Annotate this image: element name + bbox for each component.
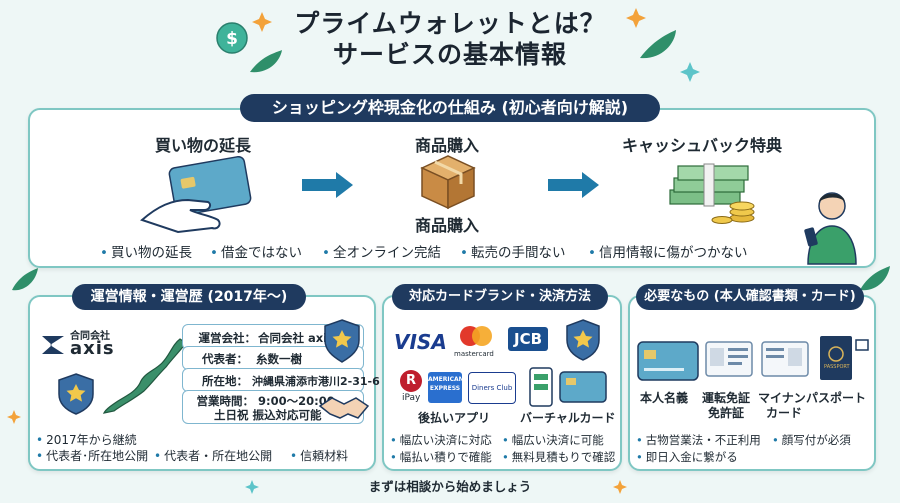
shield-star-icon [58,373,94,415]
page-title: プライムウォレットとは？ サービスの基本情報 [294,9,606,69]
doc-label: 本人名義 [640,391,689,405]
virtual-card-phone-icon [529,367,607,407]
payment-bullet: •幅広い決済に可能 [502,433,604,447]
documents-bullet: •顔写付が必須 [772,433,851,447]
payment-section-title: 対応カードブランド・決済方法 [392,284,608,310]
payment-bullet: •幅広い決済に対応 [390,433,492,447]
person-with-phone-icon [804,192,857,265]
documents-panel [628,295,876,471]
step-sublabel-purchase: 商品購入 [414,216,479,235]
step-label-cashback: キャッシュバック特典 [621,136,782,155]
passport-text: PASSPORT [824,364,850,370]
arrow-right-icon [548,172,599,198]
documents-bullet: •古物営業法・不正利用 [636,433,761,447]
doc-label: マイナン [758,391,806,405]
my-number-card-icon [761,341,809,377]
leaf-icon [12,30,890,471]
company-section-title: 運営情報・運営歴 (2017年〜) [72,284,306,310]
info-label: 営業時間： [196,394,255,408]
info-label: 代表者： [202,352,248,366]
doc-label: 運転免証 [702,391,751,405]
info-value: 糸数一樹 [256,352,302,366]
flow-bullet: •転売の手間ない [460,245,566,261]
info-value: 沖縄県浦添市港川2-31-6 [252,375,380,388]
dollar-coin-icon: $ [216,22,248,54]
doc-label: 免許証 [708,406,745,420]
info-value: 合同会社 axis [258,331,334,345]
svg-text:$: $ [226,29,238,49]
shield-star-icon [566,319,600,361]
okinawa-map-icon [102,338,187,414]
mastercard-logo-icon [460,326,492,346]
jcb-logo: JCB [508,327,548,351]
documents-section-title: 必要なもの (本人確認書類・カード) [636,284,864,310]
logo-small-text: 合同会社 [70,331,110,342]
diners-logo: Diners Club [468,372,516,404]
company-bullet: •代表者･所在地公開 [36,449,149,463]
mastercard-text: mastercard [454,350,494,358]
company-bullet: •信頼材料 [290,449,349,463]
payment-bullet: •無料見積もりで確認 [502,450,616,464]
flow-bullet: •買い物の延長 [100,245,192,261]
payment-bullet: •幅払い積りで確能 [390,450,492,464]
credit-card-hand-icon [140,156,252,234]
doc-label: カード [766,406,803,420]
doc-label: パスポート [806,391,867,405]
logo-big-text: axis [70,338,115,359]
package-box-icon [420,155,476,210]
shield-star-icon [324,319,360,363]
visa-logo: VISA [394,330,447,354]
cash-stack-icon [669,163,755,224]
rakuten-logo: R [400,370,422,392]
credit-card-icon [637,341,699,381]
flow-bullet: •借金ではない [210,245,302,261]
flow-bullet: •全オンライン完結 [322,245,441,261]
flow-section-title: ショッピング枠現金化の仕組み (初心者向け解説) [240,94,660,122]
info-row-rep [182,346,364,370]
handshake-icon [318,397,370,419]
company-bullet: •代表者・所在地公開 [154,449,273,463]
sparkle-icon [7,8,646,494]
info-label: 所在地： [202,374,248,388]
arrow-right-icon [302,172,353,198]
rakuten-sub-text: iPay [402,393,421,403]
documents-bullet: •即日入金に繋がる [636,450,738,464]
drivers-license-icon [705,341,753,377]
footer-text: まずは相談から始めましょう [368,479,532,494]
flow-bullet: •信用情報に傷がつかない [588,245,748,261]
info-value: 9:00〜20:00 [258,394,335,408]
amex-logo: AMERICAN EXPRESS [428,372,462,403]
info-label: 運営会社： [198,331,257,345]
axis-logo-icon [42,336,64,354]
apps-label: 後払いアプリ [418,411,491,425]
virtual-card-label: バーチャルカード [520,411,616,425]
step-label-purchase: 商品購入 [414,136,479,155]
info-value: 土日祝 振込対応可能 [214,408,322,422]
passport-icon [820,336,869,380]
step-label-shopping: 買い物の延長 [154,136,251,155]
company-bullet: •2017年から継続 [36,433,137,447]
